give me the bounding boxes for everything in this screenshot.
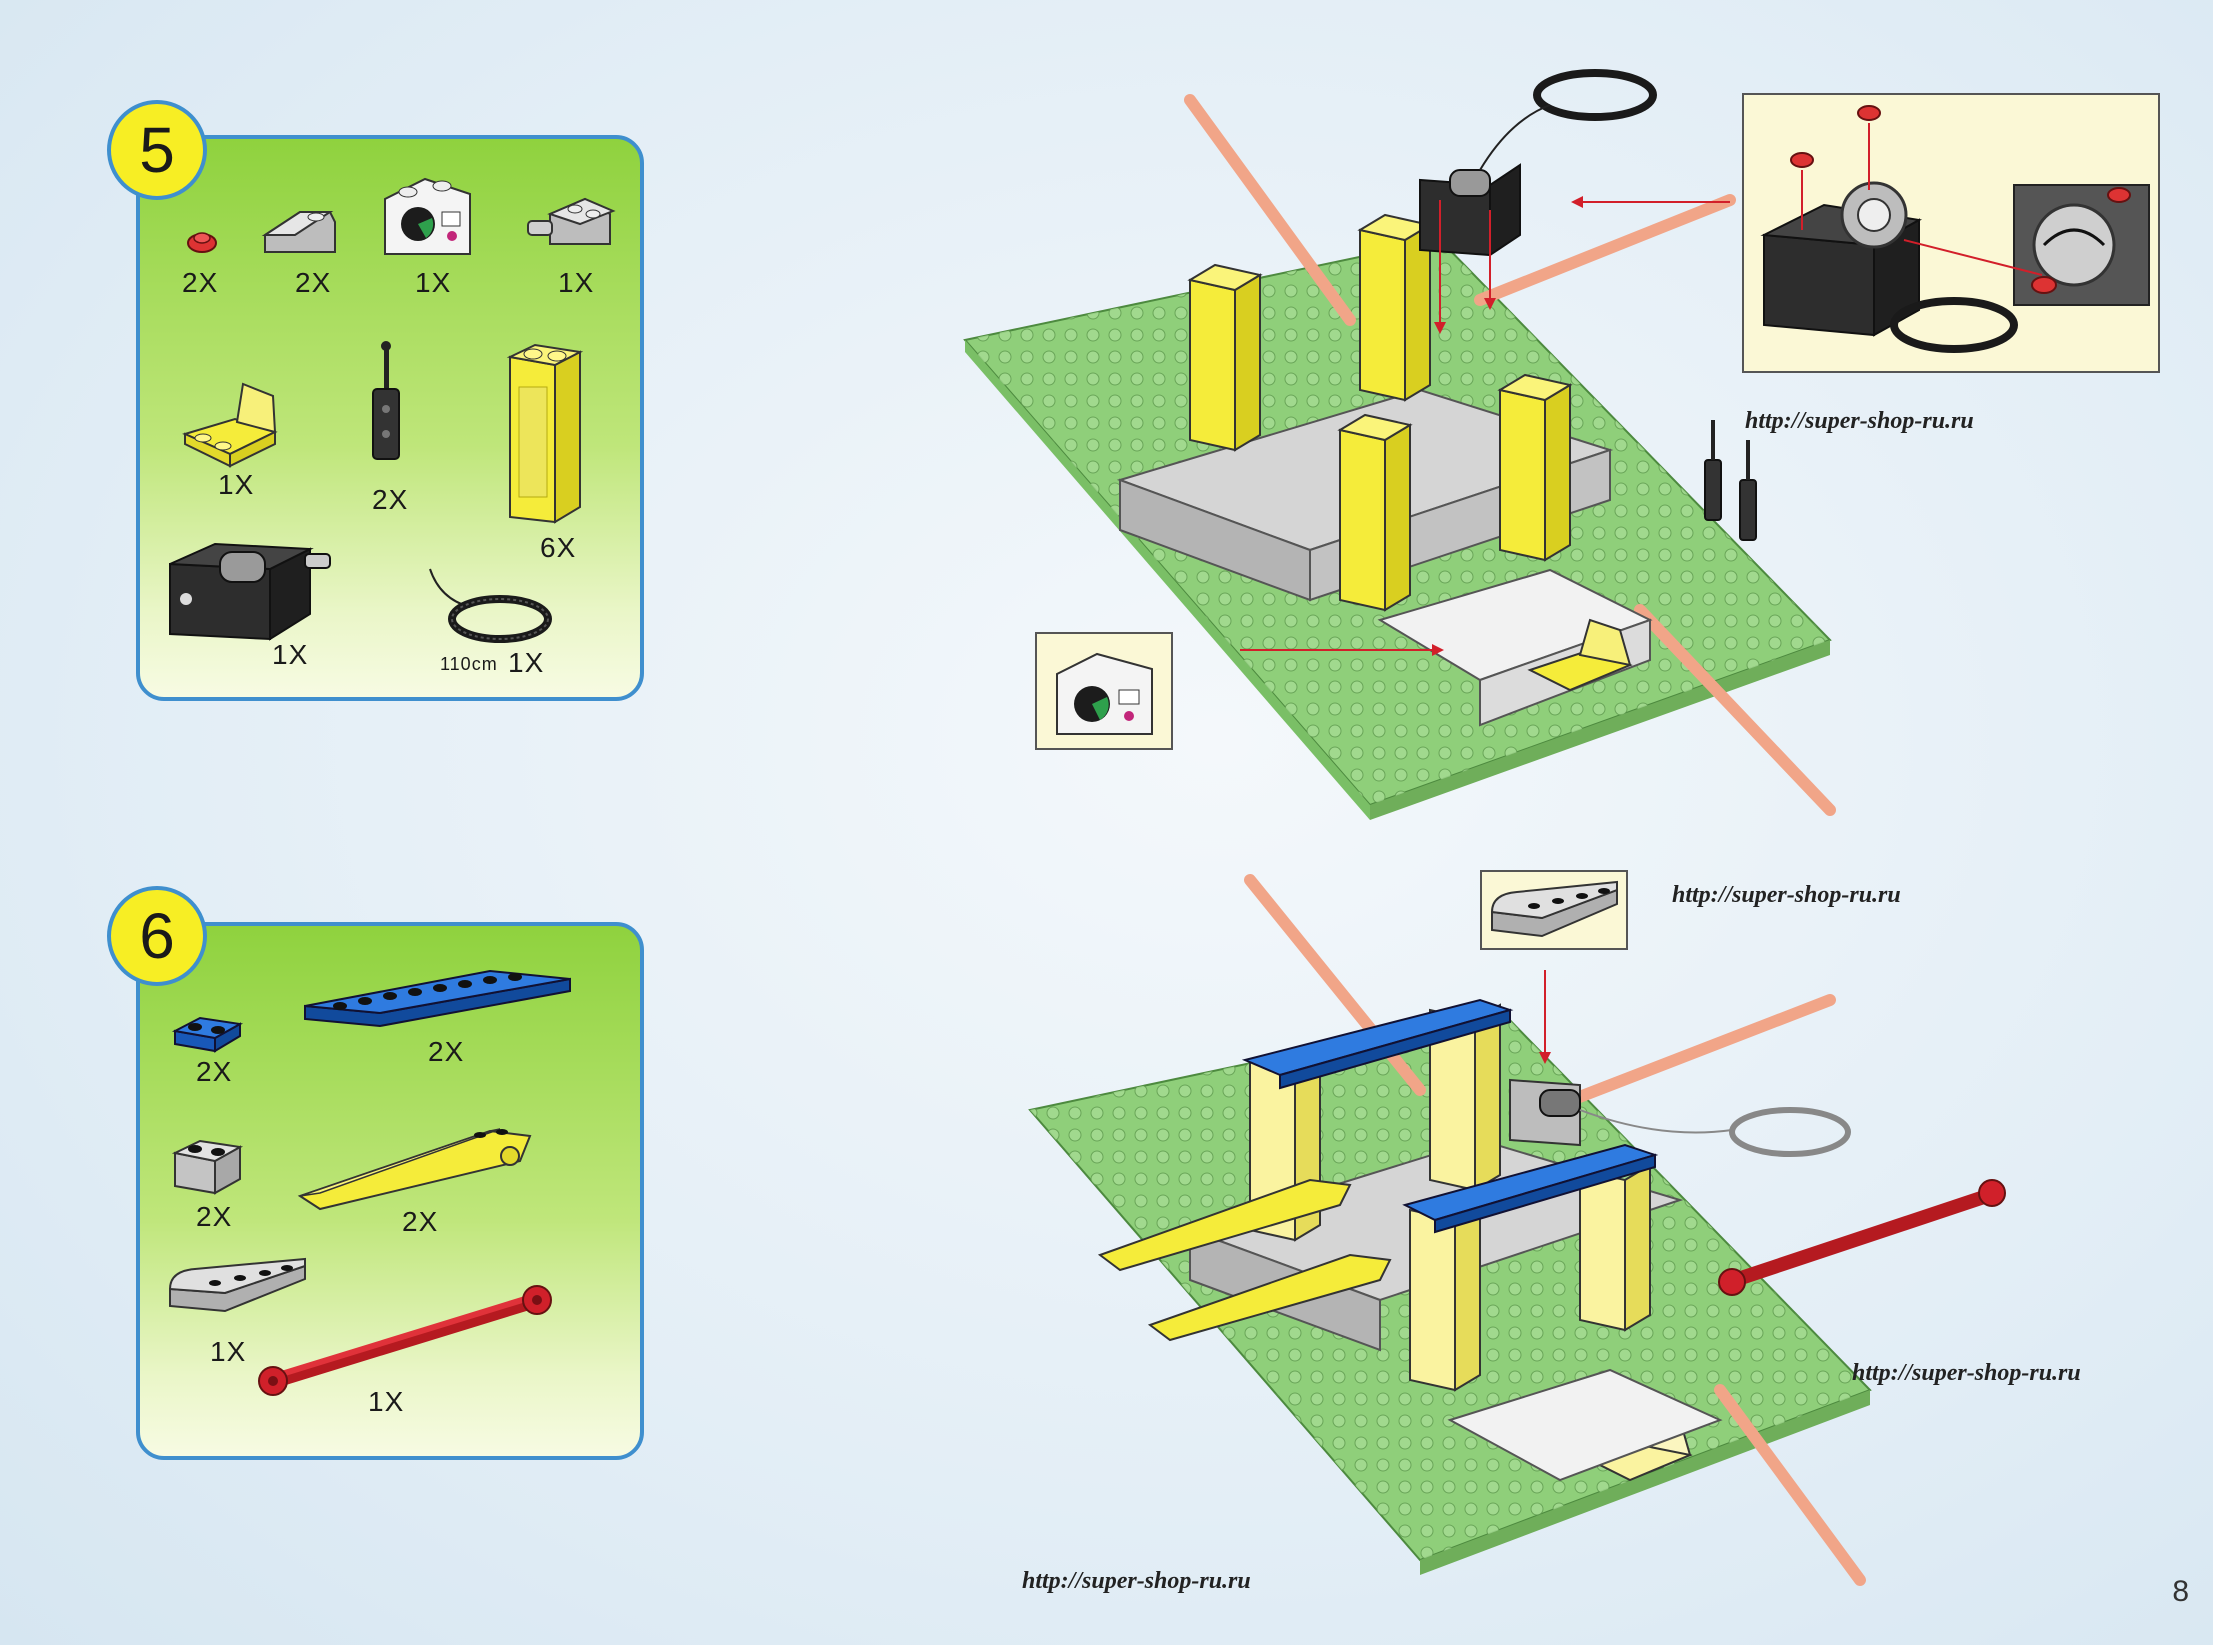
step-number-6: 6 [107,886,207,986]
parts-panel-step-6: 2X 2X 2X 2X 1X 1X [136,922,644,1460]
curved-plate-callout [1480,870,1628,950]
qty-label: 2X [372,484,409,515]
qty-label: 2X [196,1056,233,1087]
black-antenna-icon [365,339,410,474]
yellow-wing-arm-icon [290,1121,545,1216]
step-6-assembly-illustration [1020,860,2020,1620]
red-round-plate-icon [185,229,219,255]
radar-console-slope-icon [380,174,475,259]
grey-axle-brick-icon [525,179,620,254]
yellow-seat-icon [175,374,285,469]
qty-label: 1X [508,647,545,678]
watermark-url: http://super-shop-ru.ru [1852,1360,2081,1386]
red-rod-icon [245,1276,565,1406]
watermark-url: http://super-shop-ru.ru [1022,1568,1251,1594]
qty-label: 6X [540,532,577,563]
yellow-tall-brick-icon [505,327,585,527]
qty-label: 1X [218,469,255,500]
step-number-5: 5 [107,100,207,200]
qty-label: 1X [415,267,452,298]
black-winch-icon [160,514,335,644]
qty-label: 2X [196,1201,233,1232]
blue-plate-1x8-icon [300,961,575,1031]
radar-console-callout [1035,632,1173,750]
blue-plate-1x2-icon [170,1006,245,1056]
winch-detail-callout [1742,93,2160,373]
band-length-label: 110cm [440,654,498,674]
qty-label: 1X [558,267,595,298]
qty-label: 1X [368,1386,405,1417]
step-5-assembly-illustration [950,60,1850,840]
watermark-url: http://super-shop-ru.ru [1672,882,1901,908]
parts-panel-step-5: 2X 2X 1X 1X 1X 2X 6X 1X 110cm 1X [136,135,644,701]
rubber-band-icon [410,559,552,649]
qty-label: 2X [295,267,332,298]
qty-label: 2X [402,1206,439,1237]
grey-brick-1x2-icon [170,1131,245,1196]
watermark-url: http://super-shop-ru.ru [1745,408,1974,434]
grey-slope-brick-icon [260,197,340,257]
qty-label: 2X [182,267,219,298]
page-number: 8 [2172,1575,2189,1608]
qty-label: 2X [428,1036,465,1067]
qty-label: 1X [210,1336,247,1367]
grey-curved-plate-icon [165,1251,310,1316]
qty-label: 1X [272,639,309,670]
